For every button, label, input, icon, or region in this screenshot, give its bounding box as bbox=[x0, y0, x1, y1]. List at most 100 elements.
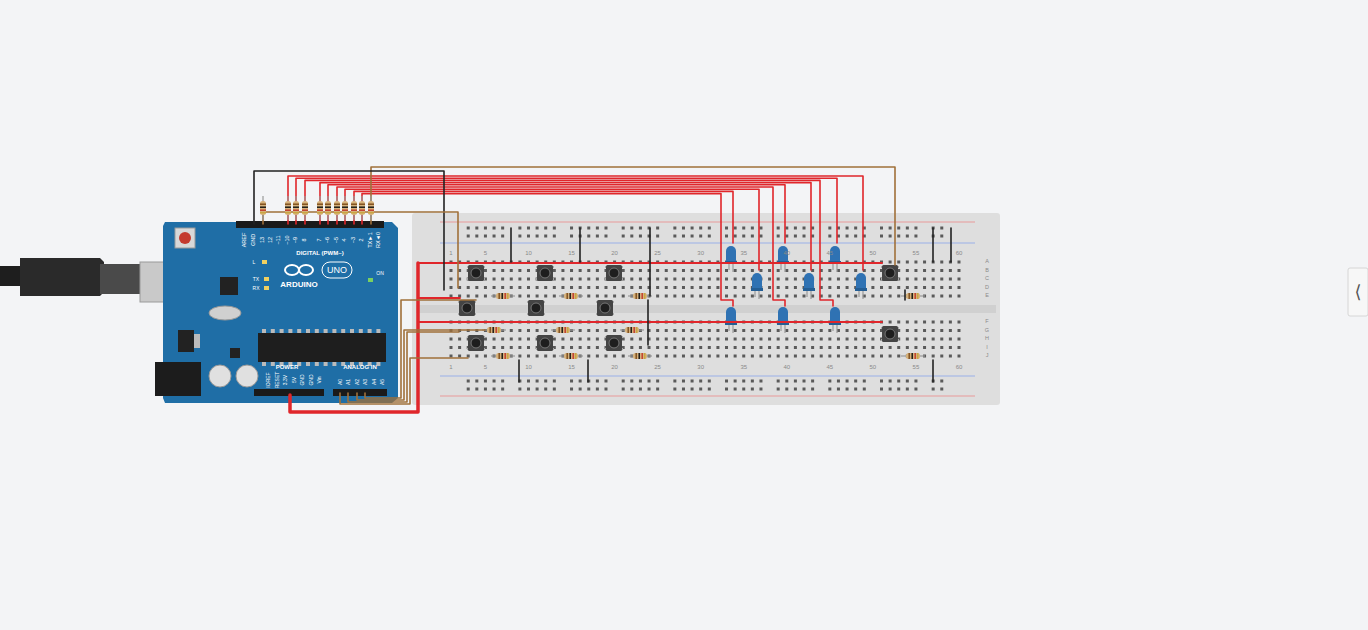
hole bbox=[630, 286, 633, 289]
hole bbox=[630, 346, 633, 349]
hole bbox=[510, 338, 513, 341]
hole bbox=[518, 346, 521, 349]
hole bbox=[587, 269, 590, 272]
hole bbox=[846, 338, 849, 341]
hole bbox=[630, 380, 633, 383]
chip-pin bbox=[350, 329, 354, 333]
resistor-band bbox=[499, 353, 500, 359]
hole bbox=[871, 286, 874, 289]
hole bbox=[940, 235, 943, 238]
resistor-band bbox=[302, 207, 308, 208]
hole bbox=[846, 346, 849, 349]
hole bbox=[897, 346, 900, 349]
chip-pin bbox=[376, 329, 380, 333]
hole bbox=[665, 338, 668, 341]
hole bbox=[751, 338, 754, 341]
board-label: 13 bbox=[260, 237, 266, 243]
button-body bbox=[537, 265, 553, 281]
hole bbox=[553, 269, 556, 272]
hole bbox=[828, 329, 831, 332]
hole bbox=[897, 295, 900, 298]
hole bbox=[622, 355, 625, 358]
hole bbox=[475, 388, 478, 391]
hole bbox=[639, 278, 642, 281]
breadboard-channel bbox=[416, 305, 996, 313]
hole bbox=[587, 235, 590, 238]
hole bbox=[932, 346, 935, 349]
hole bbox=[837, 278, 840, 281]
breadboard-label: I bbox=[986, 345, 988, 351]
hole bbox=[777, 346, 780, 349]
hole bbox=[673, 235, 676, 238]
hole bbox=[957, 269, 960, 272]
hole bbox=[768, 295, 771, 298]
hole bbox=[665, 278, 668, 281]
hole bbox=[742, 338, 745, 341]
resistor-band bbox=[505, 353, 506, 359]
resistor-band bbox=[302, 210, 308, 211]
resistor-band bbox=[644, 293, 645, 299]
hole bbox=[777, 278, 780, 281]
board-label: ANALOG IN bbox=[343, 364, 377, 370]
hole bbox=[871, 269, 874, 272]
resistor-band bbox=[502, 293, 503, 299]
hole bbox=[570, 269, 573, 272]
board-label: ~10 bbox=[285, 235, 291, 244]
resistor-band bbox=[285, 207, 291, 208]
reset-button bbox=[179, 232, 191, 244]
resistor-symbol bbox=[551, 327, 575, 333]
hole bbox=[484, 380, 487, 383]
hole bbox=[716, 338, 719, 341]
hole bbox=[518, 338, 521, 341]
hole bbox=[527, 338, 530, 341]
hole bbox=[837, 380, 840, 383]
hole bbox=[828, 235, 831, 238]
board-label: GND bbox=[309, 374, 314, 385]
hole bbox=[803, 269, 806, 272]
hole bbox=[570, 286, 573, 289]
signal-wire bbox=[288, 176, 863, 270]
hole bbox=[613, 286, 616, 289]
hole bbox=[604, 388, 607, 391]
resistor-band bbox=[639, 353, 640, 359]
resistor-band bbox=[293, 207, 299, 208]
hole bbox=[949, 278, 952, 281]
resistor-symbol bbox=[559, 353, 583, 359]
pushbutton bbox=[881, 326, 899, 342]
hole bbox=[716, 286, 719, 289]
hole bbox=[536, 227, 539, 230]
hole bbox=[493, 269, 496, 272]
hole bbox=[682, 295, 685, 298]
hole bbox=[751, 227, 754, 230]
hole bbox=[854, 388, 857, 391]
hole bbox=[777, 338, 780, 341]
chip-pin bbox=[262, 329, 266, 333]
hole bbox=[906, 261, 909, 264]
pushbutton bbox=[536, 335, 554, 351]
led-leg bbox=[810, 290, 811, 299]
chip-pin bbox=[315, 362, 319, 366]
hole bbox=[553, 346, 556, 349]
breadboard-label: 40 bbox=[783, 364, 790, 370]
resistor-body bbox=[487, 327, 501, 333]
hole bbox=[734, 286, 737, 289]
hole bbox=[914, 286, 917, 289]
hole bbox=[725, 269, 728, 272]
hole bbox=[708, 235, 711, 238]
hole bbox=[561, 346, 564, 349]
hole bbox=[716, 295, 719, 298]
usb-plug bbox=[20, 258, 104, 296]
resistor-symbol bbox=[325, 196, 331, 220]
signal-wire bbox=[371, 167, 895, 265]
hole bbox=[906, 227, 909, 230]
hole bbox=[493, 235, 496, 238]
hole bbox=[527, 329, 530, 332]
hole bbox=[604, 329, 607, 332]
hole bbox=[579, 329, 582, 332]
resistor-band bbox=[359, 204, 365, 205]
hole bbox=[587, 338, 590, 341]
hole bbox=[940, 388, 943, 391]
hole bbox=[785, 278, 788, 281]
barrel-jack bbox=[155, 362, 201, 396]
hole bbox=[932, 286, 935, 289]
